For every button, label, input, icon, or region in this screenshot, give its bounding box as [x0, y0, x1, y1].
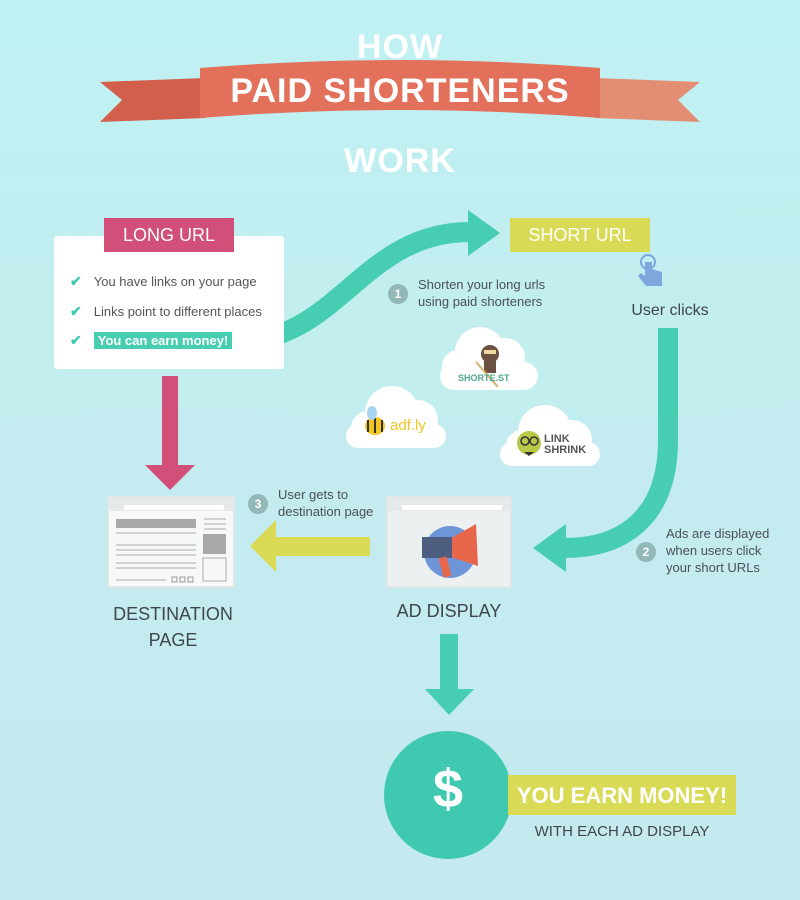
- list-item: ✔ You can earn money!: [70, 332, 233, 349]
- title-how: HOW: [356, 28, 444, 66]
- dollar-circle: [384, 731, 512, 859]
- user-clicks-label: User clicks: [631, 302, 709, 319]
- ad-display-label: AD DISPLAY: [396, 601, 502, 621]
- list-item-text: You have links on your page: [93, 274, 257, 289]
- yellow-left-arrow: [250, 520, 370, 572]
- shortest-logo: SHORTE.ST: [458, 373, 510, 383]
- step-3: 3 User gets to destination page: [248, 486, 388, 520]
- step-1: 1 Shorten your long urls using paid short…: [388, 276, 578, 310]
- short-url-tag: SHORT URL: [510, 218, 650, 252]
- check-icon: ✔: [70, 303, 82, 319]
- step-2: 2 Ads are displayed when users click your…: [636, 525, 786, 576]
- destination-page-illustration: [107, 496, 235, 588]
- step-number: 2: [636, 542, 656, 562]
- earn-headline: YOU EARN MONEY!: [516, 783, 728, 808]
- ad-display-illustration: [386, 496, 512, 588]
- step-text: Shorten your long urls using paid shorte…: [418, 277, 546, 309]
- check-icon: ✔: [70, 332, 82, 348]
- hand-pointer-icon: [638, 254, 662, 286]
- step-number: 1: [388, 284, 408, 304]
- flow-arrow-ads: [564, 328, 678, 558]
- list-item: ✔ Links point to different places: [70, 303, 262, 320]
- check-icon: ✔: [70, 273, 82, 289]
- destination-page-label: DESTINATION PAGE: [113, 604, 233, 650]
- list-item-highlight: You can earn money!: [93, 332, 233, 349]
- earn-subtitle: WITH EACH AD DISPLAY: [534, 823, 710, 840]
- linkshrink-logo: LINK SHRINK: [544, 433, 587, 456]
- teal-down-arrow: [425, 634, 474, 715]
- adfly-logo: adf.ly: [390, 417, 426, 434]
- pink-down-arrow: [145, 376, 195, 490]
- long-url-tag: LONG URL: [104, 218, 234, 252]
- dollar-icon: $: [432, 759, 464, 819]
- step-text: Ads are displayed when users click your …: [666, 526, 770, 575]
- title-ribbon: [100, 60, 700, 122]
- step-text: User gets to destination page: [278, 487, 374, 519]
- title-ribbon-text: PAID SHORTENERS: [230, 72, 570, 110]
- title-work: WORK: [344, 142, 456, 180]
- step-number: 3: [248, 494, 268, 514]
- list-item-text: Links point to different places: [93, 304, 262, 319]
- list-item: ✔ You have links on your page: [70, 273, 257, 290]
